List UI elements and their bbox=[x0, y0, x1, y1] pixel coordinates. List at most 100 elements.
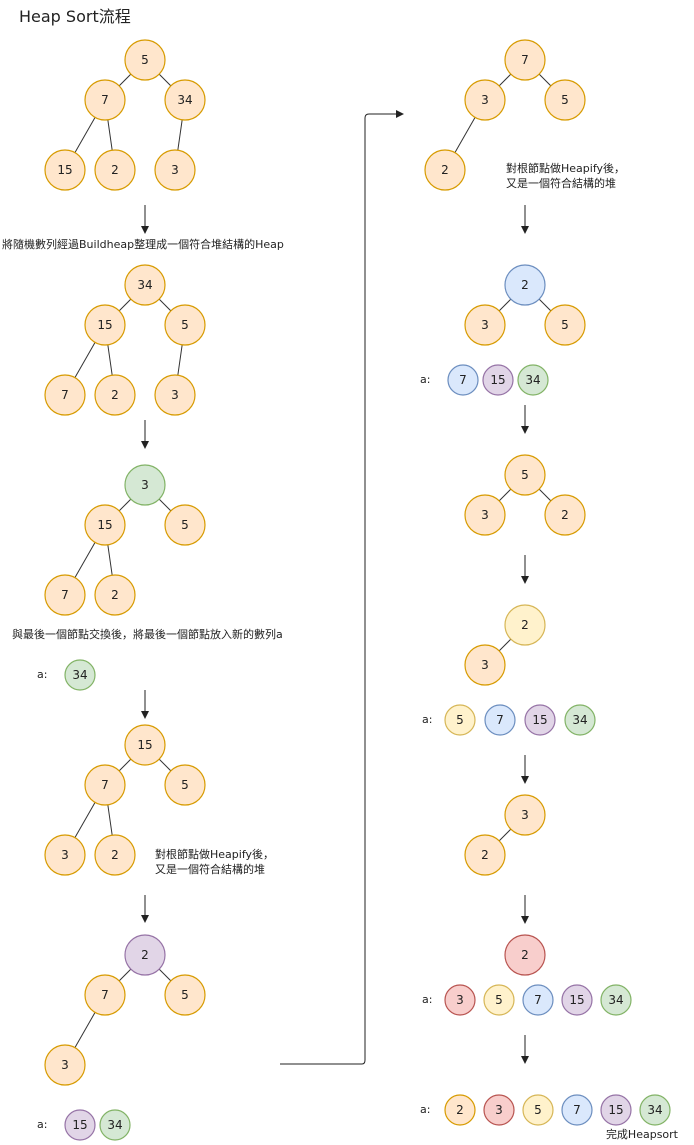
step11-node-0: 2 bbox=[504, 934, 546, 976]
step2-node-2: 5 bbox=[164, 304, 206, 346]
step2-node-3: 7 bbox=[44, 374, 86, 416]
array6-label: a: bbox=[420, 1103, 430, 1116]
array2-item-1-label: 34 bbox=[107, 1118, 122, 1132]
step3-edge-3 bbox=[107, 544, 113, 576]
step1-node-4-circle bbox=[94, 149, 136, 191]
array4-item-3-label: 34 bbox=[572, 713, 587, 727]
step6-node-3: 2 bbox=[424, 149, 466, 191]
step5-edge-2 bbox=[74, 1012, 96, 1048]
array5-item-3-circle bbox=[561, 984, 593, 1016]
step5-node-1: 7 bbox=[84, 974, 126, 1016]
array6-item-5-label: 34 bbox=[647, 1103, 662, 1117]
array3-item-0-circle bbox=[447, 364, 479, 396]
step3-node-0-circle bbox=[124, 464, 166, 506]
step2-edge-2 bbox=[74, 342, 96, 378]
array4-item-0-circle bbox=[444, 704, 476, 736]
step3-node-0: 3 bbox=[124, 464, 166, 506]
step4-edge-1 bbox=[158, 758, 172, 772]
array6-item-3-circle bbox=[561, 1094, 593, 1126]
step4-node-4: 2 bbox=[94, 834, 136, 876]
array3-item-2-circle bbox=[517, 364, 549, 396]
step1-node-3-circle bbox=[44, 149, 86, 191]
array3-item-1-circle bbox=[482, 364, 514, 396]
step6-node-2-label: 5 bbox=[561, 93, 569, 107]
step1-node-0-label: 5 bbox=[141, 53, 149, 67]
step11-node-0-circle bbox=[504, 934, 546, 976]
step9-edge-0 bbox=[498, 638, 512, 652]
array5-item-4: 34 bbox=[600, 984, 632, 1016]
array5-item-0: 3 bbox=[444, 984, 476, 1016]
step5-node-2-label: 5 bbox=[181, 988, 189, 1002]
step10-node-0-label: 3 bbox=[521, 808, 529, 822]
array4-item-2-circle bbox=[524, 704, 556, 736]
step3-node-3-circle bbox=[44, 574, 86, 616]
step4-node-4-label: 2 bbox=[111, 848, 119, 862]
step3-node-3-label: 7 bbox=[61, 588, 69, 602]
array6-item-1-circle bbox=[483, 1094, 515, 1126]
array5-item-2-label: 7 bbox=[534, 993, 542, 1007]
step1-node-5-circle bbox=[154, 149, 196, 191]
step6-node-2-circle bbox=[544, 79, 586, 121]
step3-edge-0 bbox=[118, 498, 132, 512]
step2-edge-1 bbox=[158, 298, 172, 312]
note-heapify-line1-left: 對根節點做Heapify後， bbox=[155, 847, 274, 861]
step7-node-2-circle bbox=[544, 304, 586, 346]
array2-label: a: bbox=[37, 1118, 47, 1131]
step7-node-1: 3 bbox=[464, 304, 506, 346]
step2-node-4-label: 2 bbox=[111, 388, 119, 402]
step4-node-1: 7 bbox=[84, 764, 126, 806]
step4-node-1-circle bbox=[84, 764, 126, 806]
array6-item-1-label: 3 bbox=[495, 1103, 503, 1117]
array1-item-0: 34 bbox=[64, 659, 96, 691]
step6-node-1-circle bbox=[464, 79, 506, 121]
step6-edge-2 bbox=[454, 117, 476, 153]
array3-item-0-label: 7 bbox=[459, 373, 467, 387]
array4-item-1-circle bbox=[484, 704, 516, 736]
array2-item-1: 34 bbox=[99, 1109, 131, 1141]
step7-node-2-label: 5 bbox=[561, 318, 569, 332]
step2-node-0-circle bbox=[124, 264, 166, 306]
step5-node-2: 5 bbox=[164, 974, 206, 1016]
step4-edge-0 bbox=[118, 758, 132, 772]
array5-item-3: 15 bbox=[561, 984, 593, 1016]
step10-node-0-circle bbox=[504, 794, 546, 836]
step5-edge-0 bbox=[118, 968, 132, 982]
step3-node-4-label: 2 bbox=[111, 588, 119, 602]
step1-edge-0 bbox=[118, 73, 132, 87]
array2-item-1-circle bbox=[99, 1109, 131, 1141]
step1-node-4: 2 bbox=[94, 149, 136, 191]
step8-edge-1 bbox=[538, 488, 552, 502]
note-heapify-line2-left: 又是一個符合結構的堆 bbox=[155, 862, 265, 876]
step5-node-0-circle bbox=[124, 934, 166, 976]
step1-node-1-circle bbox=[84, 79, 126, 121]
step8-node-0-label: 5 bbox=[521, 468, 529, 482]
step1-node-5: 3 bbox=[154, 149, 196, 191]
step4-node-1-label: 7 bbox=[101, 778, 109, 792]
step4-node-0-circle bbox=[124, 724, 166, 766]
array5-item-1-label: 5 bbox=[495, 993, 503, 1007]
step4-node-3-label: 3 bbox=[61, 848, 69, 862]
step8-node-2-label: 2 bbox=[561, 508, 569, 522]
step2-node-5: 3 bbox=[154, 374, 196, 416]
step10-node-1: 2 bbox=[464, 834, 506, 876]
step5-node-3-circle bbox=[44, 1044, 86, 1086]
step1-node-3-label: 15 bbox=[57, 163, 72, 177]
step3-node-1-label: 15 bbox=[97, 518, 112, 532]
array5-item-3-label: 15 bbox=[569, 993, 584, 1007]
note-done: 完成Heapsort bbox=[606, 1127, 679, 1141]
step1-edge-2 bbox=[74, 117, 96, 153]
step2-node-1-circle bbox=[84, 304, 126, 346]
step5-node-1-label: 7 bbox=[101, 988, 109, 1002]
step6-node-3-circle bbox=[424, 149, 466, 191]
array6-item-0: 2 bbox=[444, 1094, 476, 1126]
step2-node-5-circle bbox=[154, 374, 196, 416]
array6-item-2-circle bbox=[522, 1094, 554, 1126]
array2-item-0-circle bbox=[64, 1109, 96, 1141]
array5-item-0-circle bbox=[444, 984, 476, 1016]
array1-item-0-circle bbox=[64, 659, 96, 691]
step6-node-3-label: 2 bbox=[441, 163, 449, 177]
step6-node-0-label: 7 bbox=[521, 53, 529, 67]
step1-node-2: 34 bbox=[164, 79, 206, 121]
array5-item-1: 5 bbox=[483, 984, 515, 1016]
